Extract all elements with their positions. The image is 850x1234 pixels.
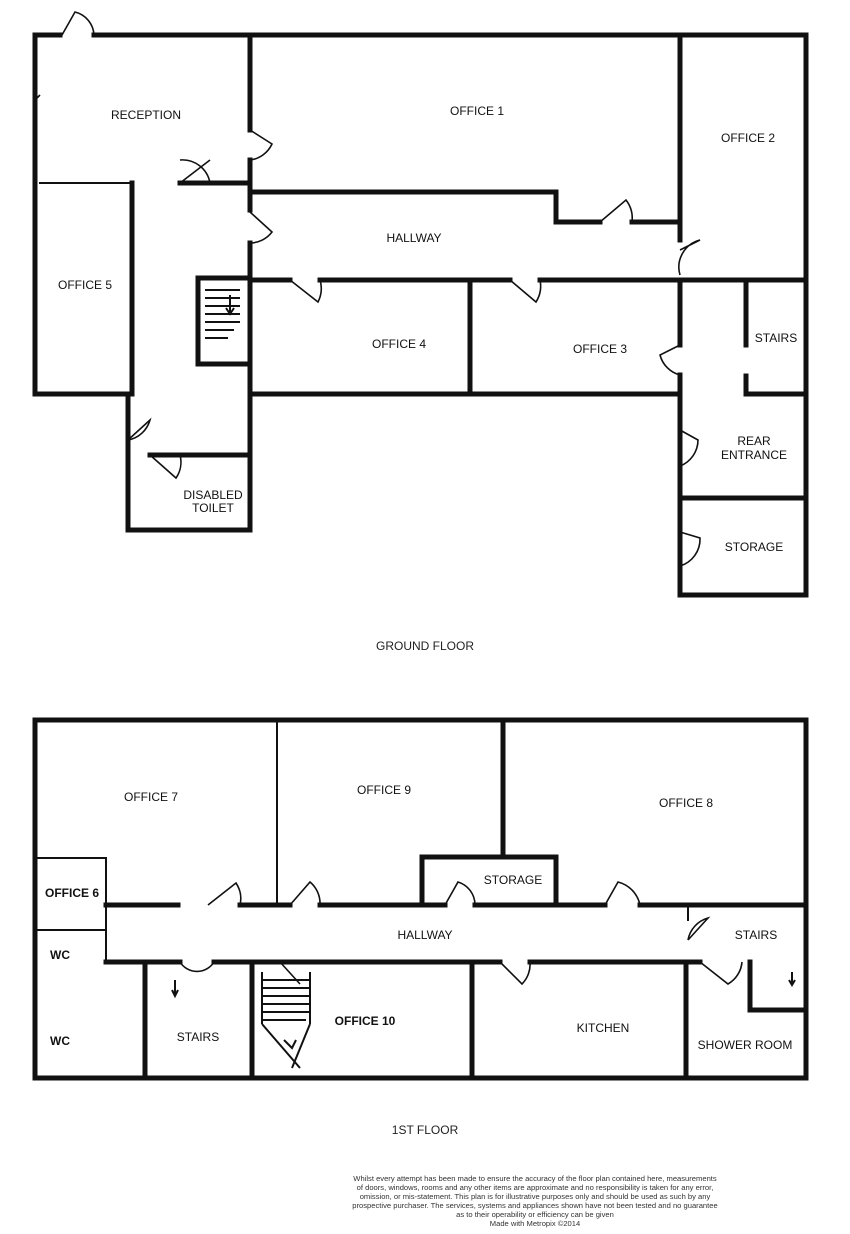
room-label-stairs-right: STAIRS — [735, 928, 777, 942]
room-label-stairs-left: STAIRS — [177, 1030, 219, 1044]
room-label-office-4: OFFICE 4 — [372, 337, 426, 351]
room-label-office-7: OFFICE 7 — [124, 790, 178, 804]
room-label-hallway: HALLWAY — [386, 231, 441, 245]
room-label-office-3: OFFICE 3 — [573, 342, 627, 356]
first-floor-title: 1ST FLOOR — [392, 1123, 459, 1137]
room-label-office-6: OFFICE 6 — [45, 886, 99, 900]
disclaimer-credit: Made with Metropix ©2014 — [489, 1219, 581, 1228]
disclaimer: Whilst every attempt has been made to en… — [315, 1174, 755, 1228]
room-label-office-10: OFFICE 10 — [335, 1014, 396, 1028]
room-label-office-1: OFFICE 1 — [450, 104, 504, 118]
room-label-office-5: OFFICE 5 — [58, 278, 112, 292]
room-label-reception: RECEPTION — [111, 108, 181, 122]
stair-arrow-left — [171, 980, 179, 999]
room-label-wc-2: WC — [50, 1034, 70, 1048]
first-floor-plan: OFFICE 7 OFFICE 9 OFFICE 8 OFFICE 6 STOR… — [32, 717, 809, 1137]
room-label-stairs: STAIRS — [755, 331, 797, 345]
disclaimer-line: of doors, windows, rooms and any other i… — [356, 1183, 714, 1192]
disclaimer-line: as to their operability or efficiency ca… — [456, 1210, 614, 1219]
disclaimer-line: prospective purchaser. The services, sys… — [352, 1201, 718, 1210]
room-label-wc-1: WC — [50, 948, 70, 962]
room-label-rear-entrance-line1: REAR — [737, 434, 771, 448]
room-label-storage: STORAGE — [484, 873, 542, 887]
disclaimer-line: omission, or mis-statement. This plan is… — [359, 1192, 711, 1201]
door-swings-first-floor — [179, 880, 743, 986]
stair-treads-first-floor — [261, 972, 311, 1069]
door-swings — [34, 11, 701, 567]
room-label-office-9: OFFICE 9 — [357, 783, 411, 797]
stair-arrow-right — [788, 972, 796, 987]
room-label-disabled-toilet-line2: TOILET — [192, 501, 234, 515]
room-label-kitchen: KITCHEN — [577, 1021, 630, 1035]
room-label-shower-room: SHOWER ROOM — [698, 1038, 793, 1052]
room-label-rear-entrance-line2: ENTRANCE — [721, 448, 787, 462]
room-label-disabled-toilet-line1: DISABLED — [183, 488, 243, 502]
disclaimer-line: Whilst every attempt has been made to en… — [353, 1174, 717, 1183]
room-label-storage: STORAGE — [725, 540, 783, 554]
room-label-office-2: OFFICE 2 — [721, 131, 775, 145]
stair-treads — [205, 289, 240, 339]
room-label-office-8: OFFICE 8 — [659, 796, 713, 810]
ground-floor-title: GROUND FLOOR — [376, 639, 474, 653]
room-label-hallway: HALLWAY — [397, 928, 452, 942]
ground-floor-plan: RECEPTION OFFICE 1 OFFICE 2 OFFICE 5 HAL… — [32, 11, 809, 653]
